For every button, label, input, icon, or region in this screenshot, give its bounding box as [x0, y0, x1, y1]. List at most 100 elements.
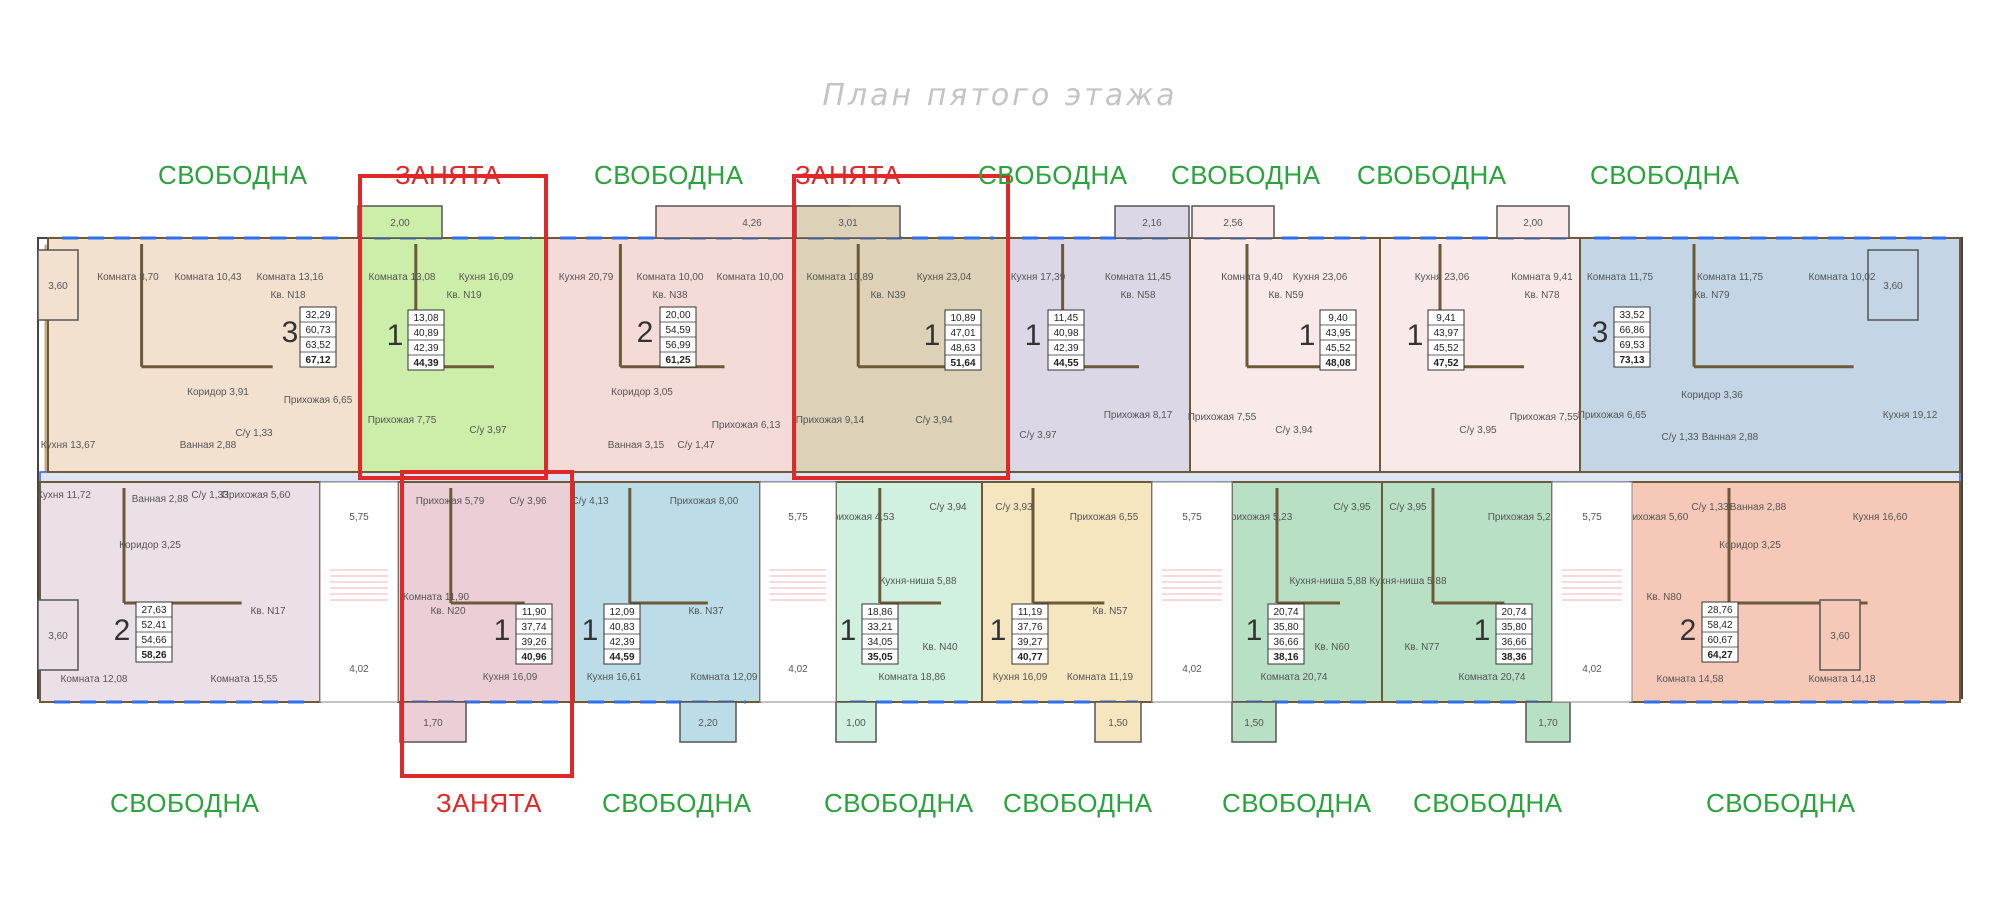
area-value: 40,89	[413, 328, 438, 339]
apartment-number: Кв. N17	[250, 606, 285, 617]
status-label-18[interactable]: СВОБОДНА	[158, 160, 308, 190]
apartment-20-area	[397, 481, 575, 703]
rooms-count: 1	[1246, 614, 1263, 647]
balcony	[37, 249, 79, 321]
area-value: 37,74	[521, 622, 546, 633]
room-label: Прихожая 9,14	[796, 415, 865, 426]
rooms-count: 1	[924, 319, 941, 352]
area-value: 20,74	[1501, 607, 1526, 618]
balcony	[399, 701, 467, 743]
area-value: 42,39	[609, 637, 634, 648]
area-value: 54,59	[665, 325, 690, 336]
area-value: 45,52	[1433, 343, 1458, 354]
room-label: Кухня 23,06	[1293, 272, 1348, 283]
area-value: 20,00	[665, 310, 690, 321]
balcony	[1231, 701, 1277, 743]
area-value: 11,90	[522, 607, 547, 618]
area-value: 20,74	[1273, 607, 1298, 618]
area-value: 35,80	[1273, 622, 1298, 633]
room-label: Кухня 20,79	[559, 272, 614, 283]
room-label: Прихожая 5,79	[416, 496, 485, 507]
reserved-frame-19	[358, 174, 548, 480]
area-value: 58,42	[1707, 620, 1732, 631]
area-value: 44,39	[413, 358, 438, 369]
status-label-77[interactable]: СВОБОДНА	[1413, 788, 1563, 818]
stair-area: 4,02	[788, 664, 808, 675]
room-label: Прихожая 7,55	[1510, 412, 1579, 423]
apartment-number: Кв. N40	[922, 642, 957, 653]
status-label-79[interactable]: СВОБОДНА	[1590, 160, 1740, 190]
area-value: 35,05	[867, 652, 892, 663]
area-value: 33,52	[1619, 310, 1644, 321]
room-label: С/у 3,97	[1019, 430, 1057, 441]
room-label: Ванная 2,88	[180, 440, 237, 451]
room-label: Кухня 16,09	[483, 672, 538, 683]
room-label: Коридор 3,36	[1681, 390, 1743, 401]
apartment-17-area	[39, 481, 321, 703]
room-label: С/у 3,94	[1275, 425, 1313, 436]
status-label-39[interactable]: ЗАНЯТА	[795, 160, 901, 190]
area-value: 36,66	[1273, 637, 1298, 648]
area-value: 35,80	[1501, 622, 1526, 633]
status-label-80[interactable]: СВОБОДНА	[1706, 788, 1856, 818]
room-label: Комната 20,74	[1261, 672, 1328, 683]
area-value: 69,53	[1619, 340, 1644, 351]
room-label: Коридор 3,25	[119, 540, 181, 551]
status-label-20[interactable]: ЗАНЯТА	[436, 788, 542, 818]
room-label: Прихожая 8,17	[1104, 410, 1173, 421]
status-label-59[interactable]: СВОБОДНА	[1171, 160, 1321, 190]
area-value: 39,27	[1017, 637, 1042, 648]
rooms-count: 1	[990, 614, 1007, 647]
status-label-19[interactable]: ЗАНЯТА	[395, 160, 501, 190]
balcony-area: 1,70	[1538, 718, 1558, 729]
apartment-number: Кв. N20	[430, 606, 465, 617]
status-label-17[interactable]: СВОБОДНА	[110, 788, 260, 818]
room-label: Ванная 2,88	[132, 494, 189, 505]
room-label: Комната 10,00	[637, 272, 704, 283]
room-label: С/у 1,33	[1661, 432, 1699, 443]
status-label-38[interactable]: СВОБОДНА	[594, 160, 744, 190]
room-label: С/у 3,95	[1333, 502, 1371, 513]
apartment-number: Кв. N79	[1694, 290, 1729, 301]
status-label-78[interactable]: СВОБОДНА	[1357, 160, 1507, 190]
status-label-58[interactable]: СВОБОДНА	[978, 160, 1128, 190]
room-label: Комната 14,18	[1809, 674, 1876, 685]
status-label-57[interactable]: СВОБОДНА	[1003, 788, 1153, 818]
status-label-60[interactable]: СВОБОДНА	[1222, 788, 1372, 818]
apartment-number: Кв. N19	[446, 290, 481, 301]
rooms-count: 3	[282, 316, 299, 349]
room-label: Кухня-ниша 5,88	[1289, 576, 1366, 587]
room-label: Кухня 16,09	[459, 272, 514, 283]
area-value: 10,89	[950, 313, 975, 324]
room-label: Кухня 16,61	[587, 672, 642, 683]
balcony-area: 2,00	[390, 218, 410, 229]
status-label-40[interactable]: СВОБОДНА	[824, 788, 974, 818]
floor-plan-title: План пятого этажа	[822, 78, 1178, 113]
area-value: 39,26	[521, 637, 546, 648]
room-label: С/у 1,33	[235, 428, 273, 439]
room-label: С/у 1,33	[191, 490, 229, 501]
status-label-37[interactable]: СВОБОДНА	[602, 788, 752, 818]
room-label: С/у 3,94	[929, 502, 967, 513]
area-value: 11,45	[1054, 313, 1079, 324]
